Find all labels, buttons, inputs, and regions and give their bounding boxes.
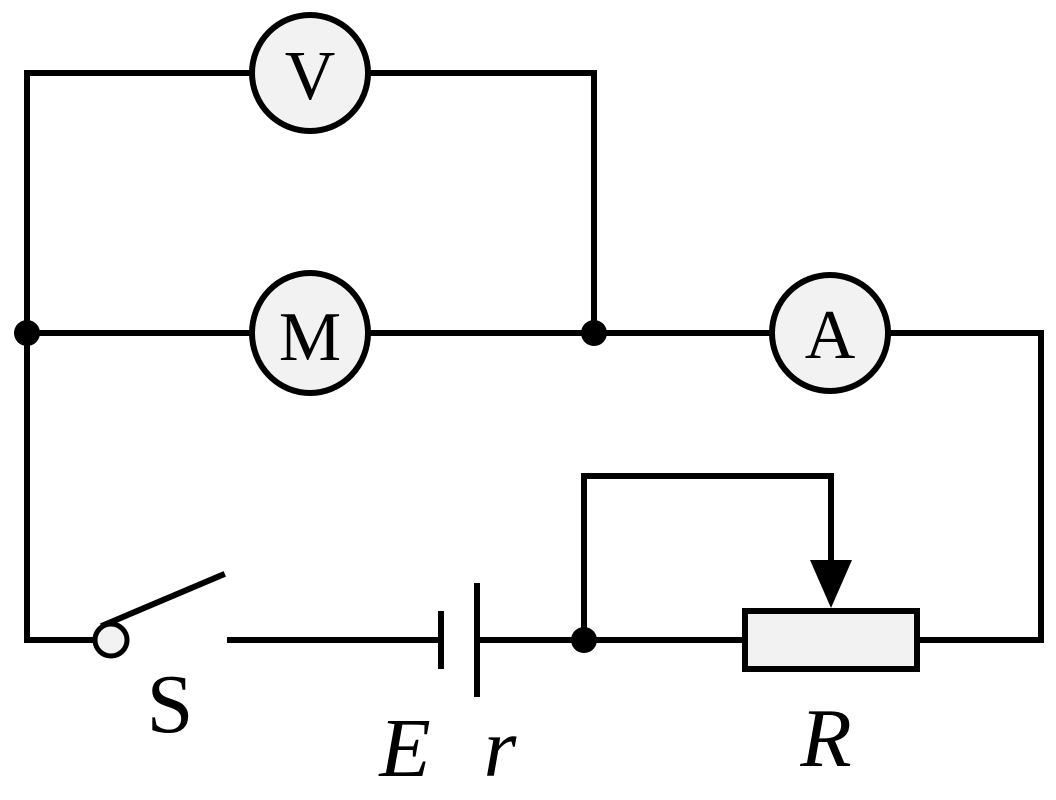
wire-ammeter-to-right (887, 330, 1044, 643)
rheostat-label: R (799, 692, 851, 785)
wire-voltmeter-branch-left (24, 70, 253, 336)
switch-label: S (147, 658, 194, 751)
rheostat-body[interactable] (742, 608, 920, 672)
motor: M (249, 270, 371, 396)
motor-symbol: M (279, 299, 341, 376)
junction-node-rheostat (571, 627, 597, 653)
emf-label: E (378, 702, 430, 795)
rheostat-slider-arrow (810, 560, 852, 608)
voltmeter-symbol: V (285, 38, 336, 115)
ammeter-symbol: A (805, 297, 856, 374)
rheostat-slider-wire (581, 473, 834, 643)
junction-node-middle (581, 320, 607, 346)
internal-resistance-label: r (484, 702, 517, 795)
wire-voltmeter-branch-right (367, 70, 597, 336)
ammeter: A (769, 272, 891, 394)
switch-pivot (92, 621, 130, 659)
junction-node-left (14, 320, 40, 346)
wire-left-down-to-switch (24, 330, 96, 643)
switch-lever (100, 571, 226, 629)
voltmeter: V (249, 12, 371, 134)
